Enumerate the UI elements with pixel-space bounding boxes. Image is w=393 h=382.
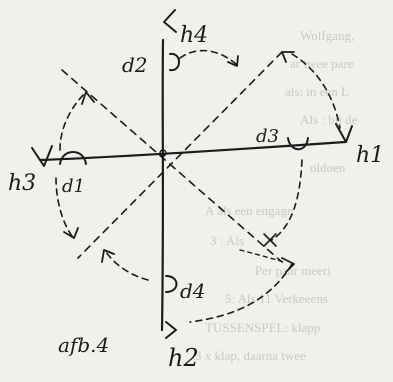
d3-path xyxy=(291,53,341,129)
d4-loop xyxy=(165,275,178,293)
d2-path-arrowhead xyxy=(227,55,239,67)
h4-arrowhead xyxy=(163,9,177,33)
d1-path-down xyxy=(55,177,73,237)
se-lower-arrowhead xyxy=(281,257,295,273)
ne-arrowhead xyxy=(281,51,295,63)
bleed-line-6: A als een engage xyxy=(205,203,293,218)
bleed-line-1: Wolfgang, xyxy=(300,28,354,43)
se-lower-arc xyxy=(189,263,293,323)
bleed-line-2: ar twee pare xyxy=(290,56,354,71)
label-h4: h4 xyxy=(180,23,208,48)
sw-inner-arrowhead xyxy=(101,249,115,263)
horizontal-axis xyxy=(38,140,347,162)
label-h1: h1 xyxy=(356,143,384,168)
center-point xyxy=(159,149,167,157)
sw-inner-path xyxy=(105,251,149,281)
d1-path-up xyxy=(59,91,87,151)
label-h2: h2 xyxy=(168,344,199,372)
label-d3: d3 xyxy=(256,126,279,147)
diagonal-axis-nw-se xyxy=(61,69,283,263)
caption: afb.4 xyxy=(58,333,109,357)
se-cross-mark xyxy=(263,233,277,247)
label-h3: h3 xyxy=(8,171,36,196)
label-d4: d4 xyxy=(180,279,206,303)
d1-path-down-arrowhead xyxy=(63,227,79,239)
vertical-axis xyxy=(160,38,165,332)
h3-mark xyxy=(31,145,53,167)
d1-path-up-arrowhead xyxy=(81,91,95,105)
se-arc-path xyxy=(271,159,303,241)
bleed-line-10: TUSSENSPEL: klapp xyxy=(205,320,320,335)
bleed-through-text: Wolfgang, ar twee pare als: in een L Als… xyxy=(195,28,358,363)
diagonal-axis-ne-sw xyxy=(77,51,283,259)
h1-mark xyxy=(335,123,353,143)
bleed-line-9: 5: Als 11 Verkeeens xyxy=(225,291,328,306)
d3-loop xyxy=(287,137,309,151)
bleed-line-8: Per paar meeri xyxy=(255,263,331,278)
d1-loop xyxy=(59,151,87,165)
d2-path xyxy=(179,49,237,65)
h2-mark xyxy=(165,321,177,339)
bleed-line-4: Als : bij de xyxy=(300,112,358,127)
label-d1: d1 xyxy=(62,176,85,197)
bleed-line-3: als: in een L xyxy=(285,84,349,99)
se-inner-path xyxy=(239,249,285,263)
label-d2: d2 xyxy=(122,53,148,77)
bleed-line-5: oldoen xyxy=(310,160,346,175)
bleed-line-7: 3 : Als xyxy=(210,233,244,248)
bleed-line-11: 3 x klap, daarna twee xyxy=(195,348,306,363)
d2-loop xyxy=(169,52,180,72)
